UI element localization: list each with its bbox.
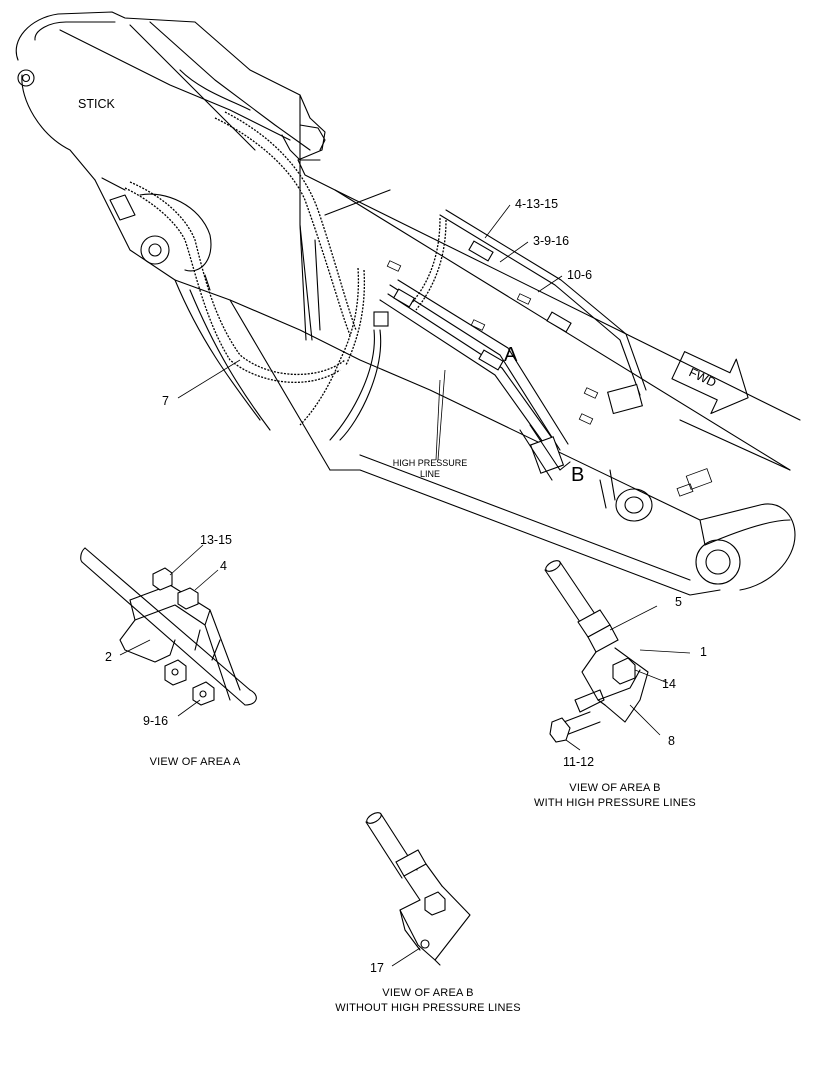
view-area-b-with-caption-1: VIEW OF AREA B (569, 782, 660, 794)
main-view-leaders (177, 204, 563, 461)
view-area-b-without-drawing (365, 812, 471, 967)
area-b-callout-14: 14 (662, 677, 676, 691)
high-pressure-tubes (373, 209, 647, 481)
area-b-callout-1: 1 (700, 645, 707, 659)
area-b-callout-5: 5 (675, 595, 682, 609)
high-pressure-line-label-2: LINE (420, 469, 440, 479)
area-a-callout-13-15: 13-15 (200, 533, 232, 547)
area-b-callout-8: 8 (668, 734, 675, 748)
area-a-callout-2: 2 (105, 650, 112, 664)
area-b-marker: B (571, 464, 584, 486)
area-a-callout-4: 4 (220, 559, 227, 573)
callout-4-13-15: 4-13-15 (515, 197, 558, 211)
view-area-b-without-caption-2: WITHOUT HIGH PRESSURE LINES (335, 1002, 521, 1014)
view-area-a-drawing (80, 544, 257, 717)
view-area-b-without-caption-1: VIEW OF AREA B (382, 987, 473, 999)
fwd-label: FWD (687, 365, 719, 390)
callout-7: 7 (162, 394, 169, 408)
forward-arrow: FWD (671, 351, 749, 415)
view-area-b-with-caption-2: WITH HIGH PRESSURE LINES (534, 797, 696, 809)
stick-label: STICK (78, 97, 115, 111)
area-a-callout-9-16: 9-16 (143, 714, 168, 728)
area-b-callout-11-12: 11-12 (563, 755, 594, 769)
area-b-callout-17: 17 (370, 961, 384, 975)
area-a-marker: A (504, 344, 518, 366)
hydraulic-hoses (124, 111, 447, 441)
callout-10-6: 10-6 (567, 268, 592, 282)
high-pressure-line-label-1: HIGH PRESSURE (393, 458, 468, 468)
callout-3-9-16: 3-9-16 (533, 234, 569, 248)
view-area-b-with-drawing (544, 560, 691, 751)
view-area-a-caption: VIEW OF AREA A (150, 756, 241, 768)
stick-assembly (15, 11, 801, 596)
